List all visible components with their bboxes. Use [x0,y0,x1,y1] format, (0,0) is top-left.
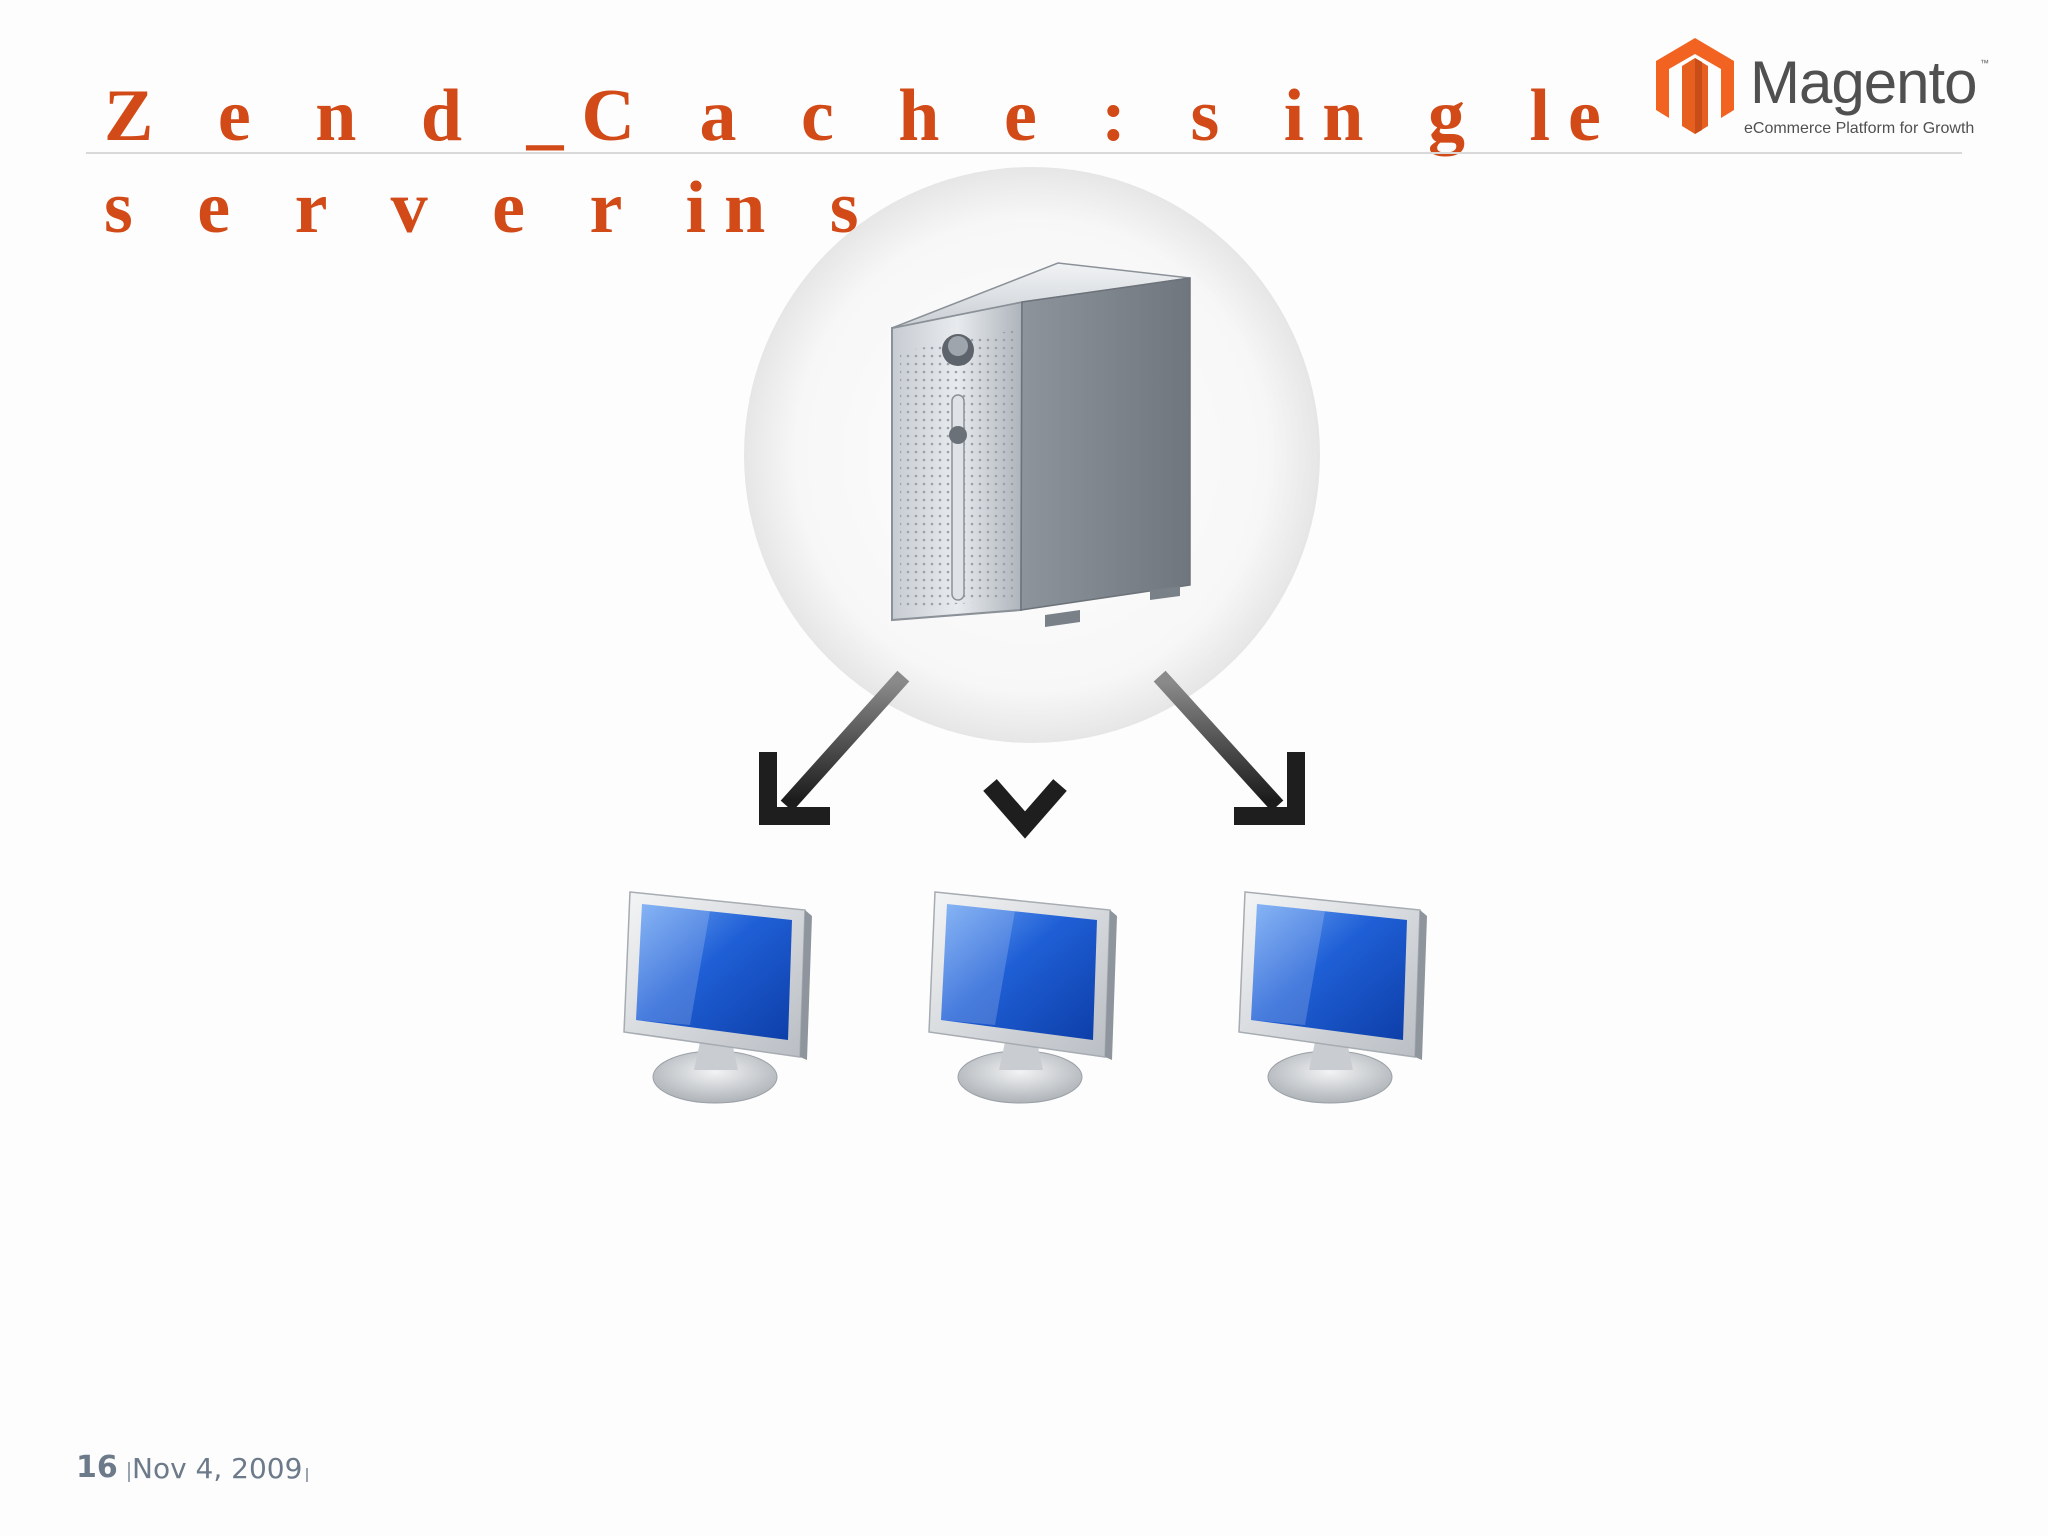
client-monitor-1 [623,891,813,1104]
arrow-down-icon [983,712,1067,839]
server-node [744,167,1320,743]
client-monitor-3 [1238,891,1428,1104]
title-line-2: s e r v e r in s [104,167,877,249]
logo-trademark: ™ [1980,58,1989,68]
magento-hexagon-icon [1656,38,1734,134]
footer-separator [128,1462,130,1482]
header-divider [86,152,1962,154]
footer-date: Nov 4, 2009 [132,1452,303,1485]
logo-tagline: eCommerce Platform for Growth [1744,120,1975,137]
arrow-left [759,670,910,825]
arrow-right [1153,670,1305,825]
server-tower-icon [891,262,1191,627]
client-monitor-2 [928,891,1118,1104]
page-number: 16 [76,1450,118,1485]
magento-logo: Magento ™ eCommerce Platform for Growth [1650,34,1990,144]
logo-wordmark: Magento [1750,49,1977,116]
footer-separator-end [306,1468,308,1482]
